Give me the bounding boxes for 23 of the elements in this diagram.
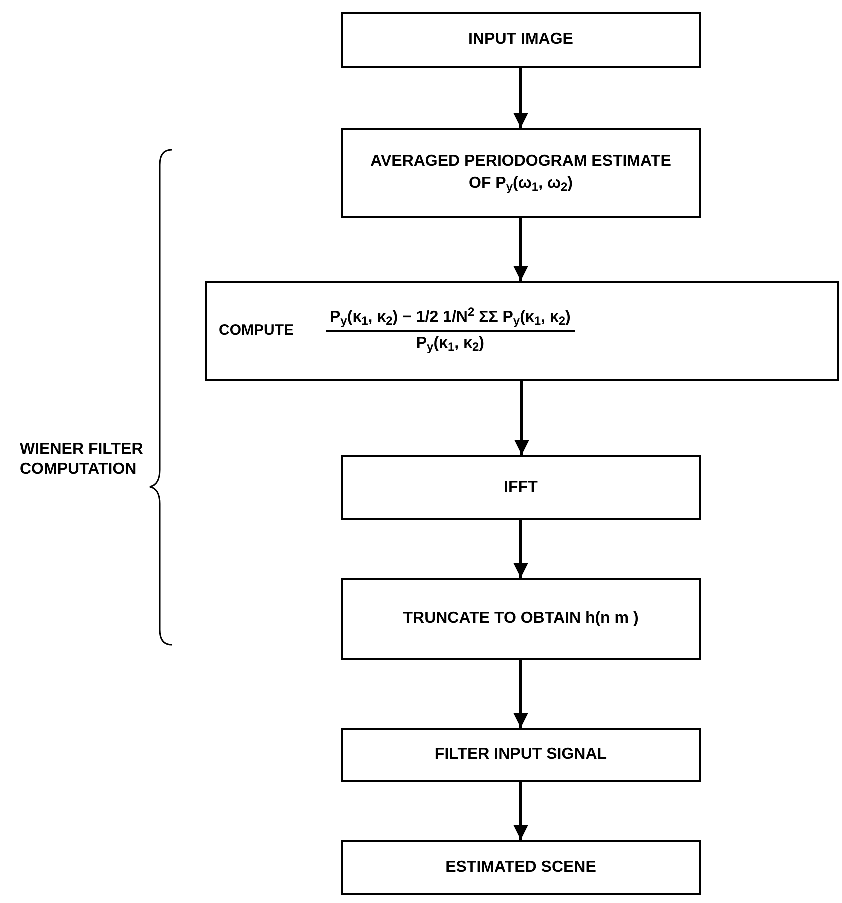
box-text: AVERAGED PERIODOGRAM ESTIMATE OF P$_{y}$(ω$_{1}$, ω$_{2}$) xyxy=(370,152,672,195)
process-box xyxy=(341,128,701,218)
numerator: P$_{y}$(κ$_{1}$, κ$_{2}$) − 1/2 1/N$^{2}$ ΣΣ P$_{y}$(κ$_{1}$, κ$_{2}$) xyxy=(326,306,575,332)
arrow xyxy=(514,218,528,281)
process-box xyxy=(341,578,701,660)
box-text: TRUNCATE TO OBTAIN h(n m ) xyxy=(403,609,639,629)
process-box xyxy=(341,455,701,520)
process-box xyxy=(341,12,701,68)
arrow xyxy=(514,68,528,128)
process-box xyxy=(205,281,839,381)
arrow xyxy=(514,520,528,578)
box-text: INPUT IMAGE xyxy=(468,30,574,50)
process-box xyxy=(341,728,701,782)
side-label: WIENER FILTER COMPUTATION xyxy=(20,440,144,480)
arrow xyxy=(514,660,528,728)
denominator: P$_{y}$(κ$_{1}$, κ$_{2}$) xyxy=(416,334,484,356)
box-text: FILTER INPUT SIGNAL xyxy=(434,745,608,765)
arrow xyxy=(514,381,530,455)
box-text: IFFT xyxy=(504,478,538,498)
box-text: ESTIMATED SCENE xyxy=(446,858,596,878)
process-box xyxy=(341,840,701,895)
box-text: COMPUTE xyxy=(219,320,294,341)
arrow xyxy=(514,782,528,840)
